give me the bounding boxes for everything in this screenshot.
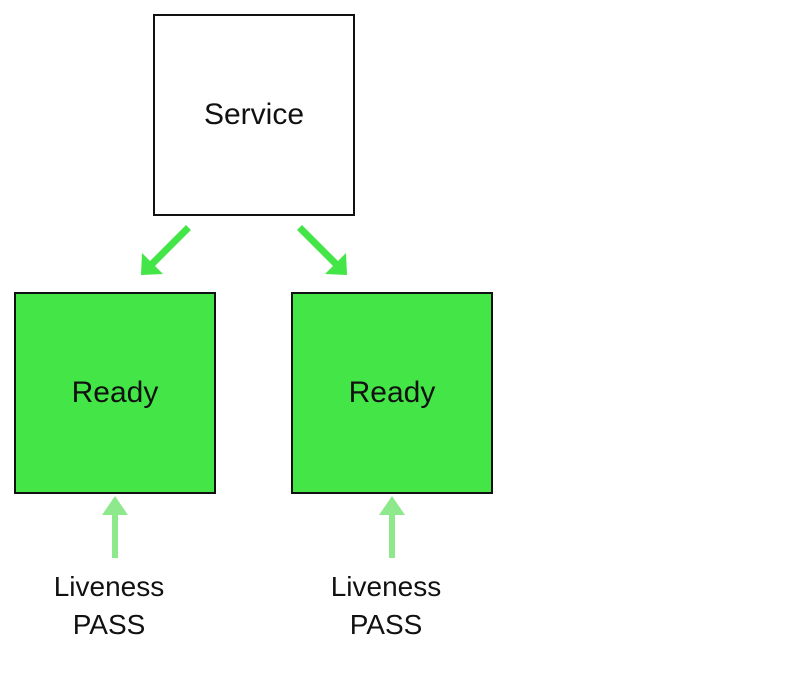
liveness-left-arrow — [102, 496, 128, 558]
pod-status-label: Ready — [348, 376, 436, 409]
service-box: Service — [153, 14, 355, 216]
pod-ready-right: Ready — [291, 292, 493, 494]
liveness-result: PASS — [349, 609, 423, 640]
service-to-left-pod-arrow — [141, 225, 191, 275]
liveness-result: PASS — [72, 609, 146, 640]
liveness-label: Liveness — [53, 571, 165, 602]
liveness-right-arrow — [379, 496, 405, 558]
liveness-label: Liveness — [330, 571, 442, 602]
service-to-right-pod-arrow — [297, 225, 347, 275]
pod-status-label: Ready — [71, 376, 159, 409]
service-label: Service — [203, 98, 305, 131]
liveness-probe-left: Liveness PASS — [9, 568, 209, 644]
pod-ready-left: Ready — [14, 292, 216, 494]
liveness-probe-right: Liveness PASS — [286, 568, 486, 644]
